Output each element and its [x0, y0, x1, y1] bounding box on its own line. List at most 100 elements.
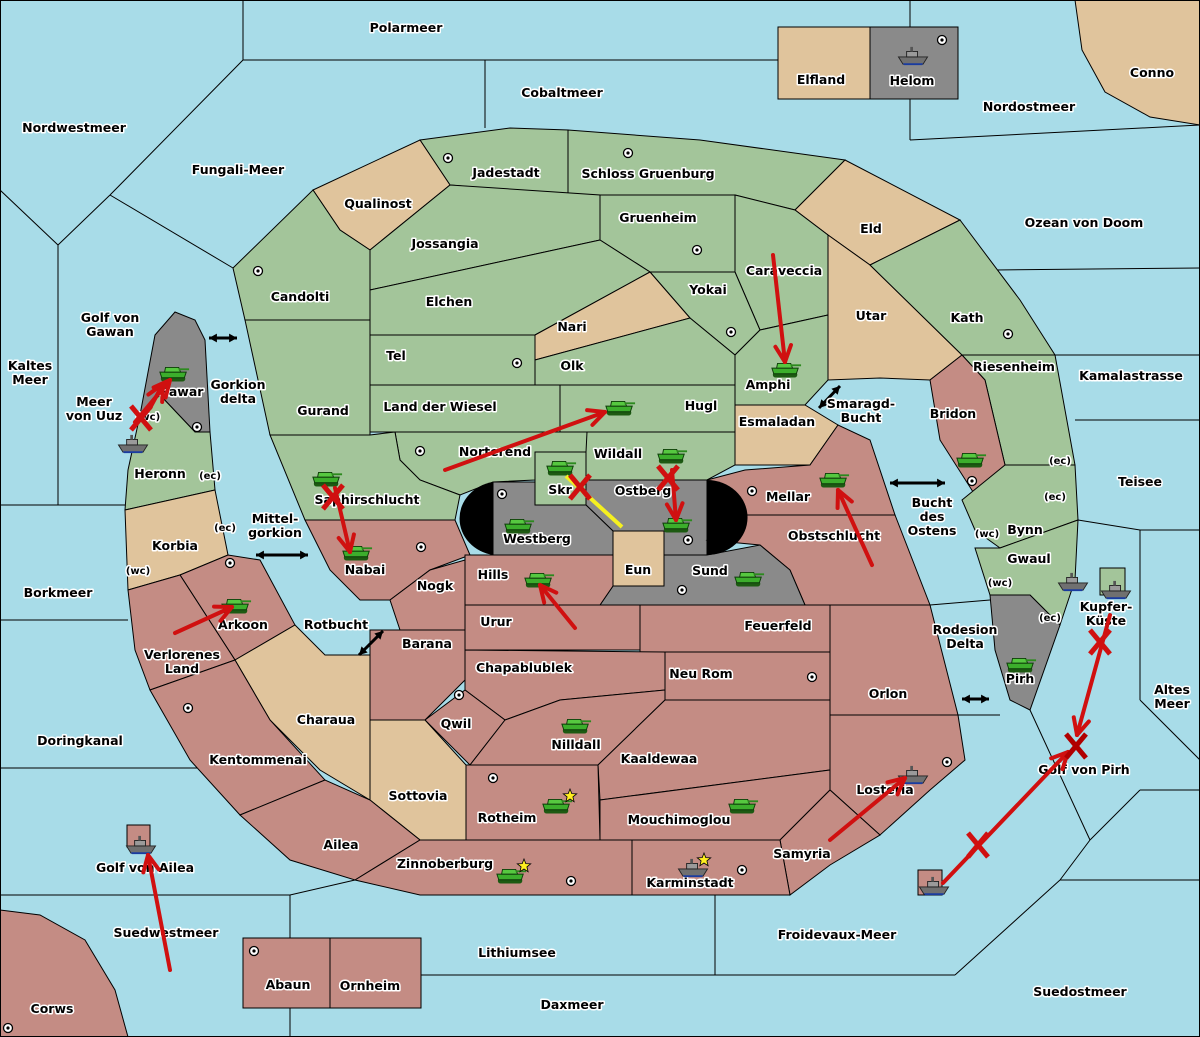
- build-star-icon: [516, 857, 532, 873]
- units-layer: [117, 46, 1132, 896]
- supply-center-dot: [695, 248, 699, 252]
- province-label-gwaul: Gwaul: [1007, 551, 1050, 566]
- province-pirh[interactable]: [989, 594, 1061, 711]
- build-star-icon: [696, 851, 712, 867]
- supply-center-dot: [419, 545, 423, 549]
- sea-border-line: [289, 879, 356, 896]
- sea-border-line: [1059, 839, 1091, 881]
- province-label-ornheim: Ornheim: [340, 978, 400, 993]
- failed-order-x-icon: [1064, 732, 1088, 760]
- province-label-pirh: Pirh: [1006, 671, 1035, 686]
- province-label-yokai: Yokai: [688, 282, 727, 297]
- province-label-urur: Urur: [480, 614, 512, 629]
- move-order-arrow: [771, 253, 793, 364]
- sea-label-smaragd-bucht: Smaragd-Bucht: [827, 396, 895, 425]
- province-label-charaua: Charaua: [297, 712, 355, 727]
- province-eun[interactable]: [612, 530, 665, 587]
- province-conno[interactable]: [1074, 0, 1200, 126]
- province-label-kath: Kath: [951, 310, 984, 325]
- province-rotheim[interactable]: [465, 764, 601, 841]
- supply-center-dot: [515, 361, 519, 365]
- supply-center-dot: [626, 151, 630, 155]
- sea-label-daxmeer: Daxmeer: [540, 997, 604, 1012]
- sea-label-altes-meer-line: Altes: [1154, 682, 1190, 697]
- orders-layer: [129, 253, 1112, 972]
- province-label-elchen: Elchen: [426, 294, 473, 309]
- province-skr[interactable]: [534, 451, 587, 506]
- province-label-korbia: Korbia: [152, 538, 198, 553]
- province-label-ostberg: Ostberg: [615, 483, 672, 498]
- province-label-gruenheim: Gruenheim: [619, 210, 696, 225]
- province-label-mouchimoglou: Mouchimoglou: [628, 812, 731, 827]
- province-label-neu-rom: Neu Rom: [669, 666, 732, 681]
- province-label-bynn: Bynn: [1007, 522, 1042, 537]
- province-nogk[interactable]: [389, 559, 466, 631]
- supply-center-dot: [195, 425, 199, 429]
- supply-center-dot: [186, 706, 190, 710]
- province-label-orlon: Orlon: [869, 686, 908, 701]
- supply-center-dot: [686, 538, 690, 542]
- supply-center-dot: [500, 492, 504, 496]
- province-label-candolti: Candolti: [271, 289, 330, 304]
- province-label-hills: Hills: [478, 567, 509, 582]
- supply-center-dot: [740, 868, 744, 872]
- impassable-east-cap: [707, 480, 748, 555]
- province-karminstadt[interactable]: [631, 839, 791, 896]
- supply-center-dot: [729, 330, 733, 334]
- move-order-arrow: [146, 382, 165, 410]
- coast-label: (ec): [1039, 613, 1061, 624]
- province-label-nari: Nari: [557, 319, 586, 334]
- supply-center-dot: [418, 449, 422, 453]
- sea-label-rodesion-delta-line: Delta: [946, 636, 984, 651]
- double-arrow-icon: [256, 550, 308, 560]
- province-label-bridon: Bridon: [930, 406, 976, 421]
- province-label-feuerfeld: Feuerfeld: [744, 618, 811, 633]
- province-label-gurand: Gurand: [297, 403, 349, 418]
- sea-border-line: [1139, 699, 1200, 761]
- province-label-heronn: Heronn: [134, 466, 186, 481]
- province-elfland[interactable]: [777, 26, 871, 100]
- coast-label: (ec): [1049, 456, 1071, 467]
- sea-label-suedostmeer: Suedostmeer: [1033, 984, 1127, 999]
- sea-border-line: [1077, 519, 1141, 531]
- sea-label-bucht-des-ostens-line: des: [920, 509, 945, 524]
- province-label-hugl: Hugl: [685, 398, 718, 413]
- failed-order-x-icon: [129, 404, 153, 432]
- supply-center-dot: [1006, 332, 1010, 336]
- province-label-esmaladan: Esmaladan: [739, 414, 815, 429]
- sea-label-ozean-von-doom: Ozean von Doom: [1025, 215, 1144, 230]
- province-label-westberg: Westberg: [503, 531, 571, 546]
- province-label-rotheim: Rotheim: [478, 810, 537, 825]
- province-ornheim[interactable]: [329, 937, 422, 1009]
- supply-center-dot: [680, 588, 684, 592]
- province-kath[interactable]: [869, 219, 1056, 356]
- move-order-arrow: [141, 853, 172, 972]
- supply-center-dot: [750, 489, 754, 493]
- double-arrow-icon: [890, 478, 945, 488]
- province-label-barana: Barana: [402, 636, 452, 651]
- sea-label-gorkion-delta-line: Gorkion: [210, 377, 265, 392]
- sea-label-altes-meer-line: Meer: [1154, 696, 1190, 711]
- province-label-ailea: Ailea: [323, 837, 358, 852]
- failed-order-x-icon: [656, 464, 680, 492]
- sea-label-golf-von-gawan-line: Golf von: [81, 310, 140, 325]
- move-order-arrow: [835, 488, 874, 567]
- sea-border-line: [0, 189, 59, 246]
- province-label-conno: Conno: [1130, 65, 1175, 80]
- sea-label-nordostmeer: Nordostmeer: [983, 99, 1076, 114]
- province-label-verlorenesland-line: Verlorenes: [144, 647, 220, 662]
- sea-label-bucht-des-ostens-line: Ostens: [908, 523, 957, 538]
- province-label-verlorenesland-line: Land: [165, 661, 199, 676]
- province-corws[interactable]: [0, 909, 129, 1037]
- sea-label-gorkion-delta-line: delta: [220, 391, 256, 406]
- province-label-olk: Olk: [560, 358, 584, 373]
- coast-label: (wc): [975, 529, 999, 540]
- move-order-arrow: [538, 583, 577, 630]
- sea-label-nordwestmeer: Nordwestmeer: [22, 120, 127, 135]
- failed-order-x-icon: [966, 831, 990, 859]
